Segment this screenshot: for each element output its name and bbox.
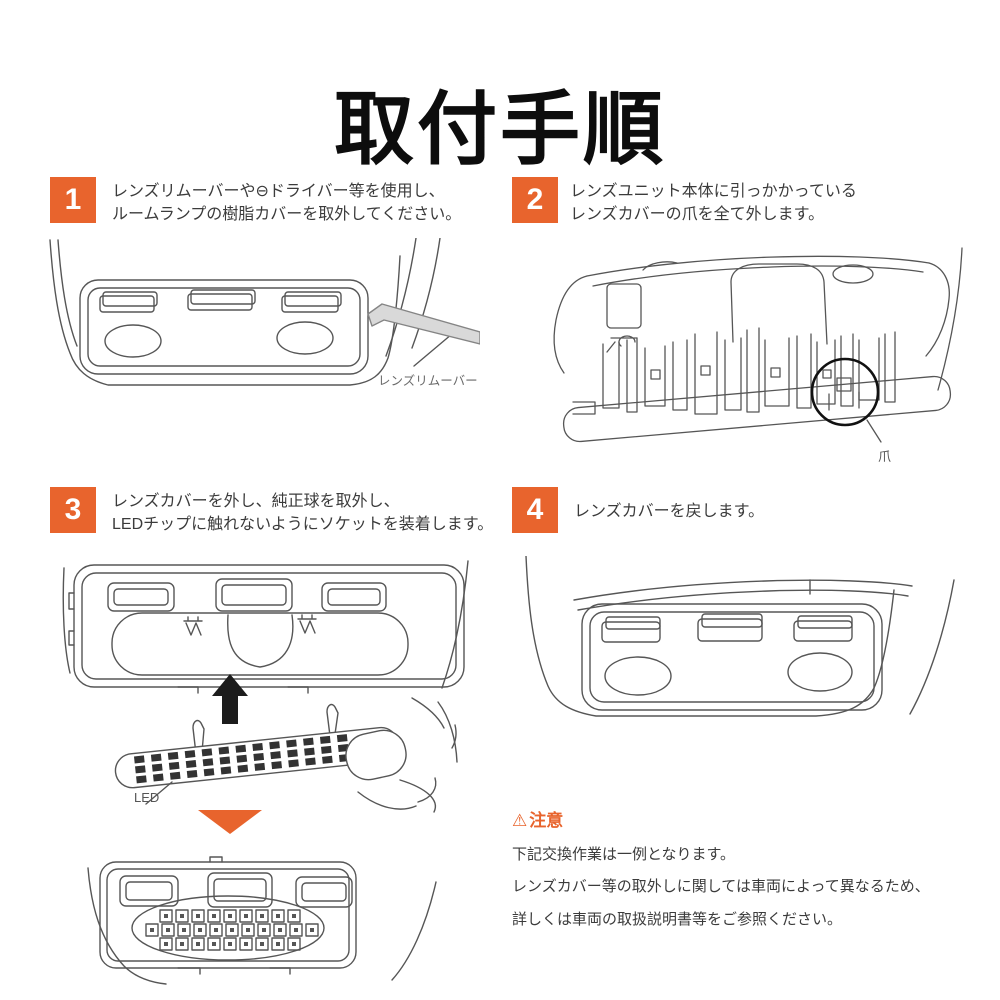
step-3-badge: 3 (50, 487, 96, 533)
illustration-step-3-open-housing (62, 560, 469, 694)
caution-heading-text: 注意 (529, 811, 564, 830)
step-2-text: レンズユニット本体に引っかかっている レンズカバーの爪を全て外します。 (570, 180, 960, 226)
step-3-line-1: レンズカバーを外し、純正球を取外し、 (112, 493, 400, 510)
caution-line-1: 下記交換作業は一例となります。 (512, 846, 736, 863)
step-1-line-2: ルームランプの樹脂カバーを取外してください。 (112, 206, 462, 224)
step-3-line-2: LEDチップに触れないようにソケットを装着します。 (112, 516, 494, 534)
thumb (345, 729, 407, 781)
caution-heading: ⚠注意 (512, 806, 972, 831)
down-arrow-icon (198, 810, 262, 834)
illustration-step-2-lens-unit (553, 247, 963, 443)
step-4-badge: 4 (512, 487, 558, 533)
lens-remover-tool (367, 303, 480, 345)
up-arrow-icon (212, 674, 248, 724)
step-4-text: レンズカバーを戻します。 (574, 500, 954, 523)
page-title: 取付手順 (334, 84, 666, 174)
illustration-step-3-led-board-hand (114, 697, 458, 813)
illustration-step-1-room-lamp (49, 238, 480, 386)
caution-section: ⚠注意 下記交換作業は一例となります。 レンズカバー等の取外しに関しては車両によ… (512, 806, 972, 936)
step-2-line-2: レンズカバーの爪を全て外します。 (570, 206, 825, 224)
illustration-step-4-cover-returned (525, 556, 955, 717)
led-board (114, 726, 399, 789)
socket-clip-right (326, 703, 339, 737)
step-2-badge: 2 (512, 177, 558, 223)
socket-clip-left (192, 719, 205, 755)
lens-remover-label: レンズリムーバー (378, 374, 478, 388)
claw-highlight-circle (810, 357, 880, 427)
caution-line-3: 詳しくは車両の取扱説明書等をご参照ください。 (512, 910, 843, 928)
step-2-line-1: レンズユニット本体に引っかかっている (570, 183, 857, 200)
step-1-line-1: レンズリムーバーや⊖ドライバー等を使用し、 (112, 183, 445, 200)
step-1-badge: 1 (50, 177, 96, 223)
warning-icon: ⚠ (512, 811, 528, 830)
claw-leader-line (866, 419, 882, 443)
caution-line-2: レンズカバー等の取外しに関しては車両によって異なるため、 (512, 878, 930, 896)
step-3-text: レンズカバーを外し、純正球を取外し、 LEDチップに触れないようにソケットを装着… (112, 490, 507, 536)
illustration-step-3-led-installed (87, 856, 437, 985)
lens-remover-leader-line (413, 333, 453, 367)
claw-label: 爪 (878, 449, 892, 464)
step-4-line-1: レンズカバーを戻します。 (574, 503, 765, 520)
step-1-text: レンズリムーバーや⊖ドライバー等を使用し、 ルームランプの樹脂カバーを取外してく… (112, 180, 497, 226)
led-leader-line (145, 781, 173, 805)
led-label: LED (134, 790, 160, 805)
